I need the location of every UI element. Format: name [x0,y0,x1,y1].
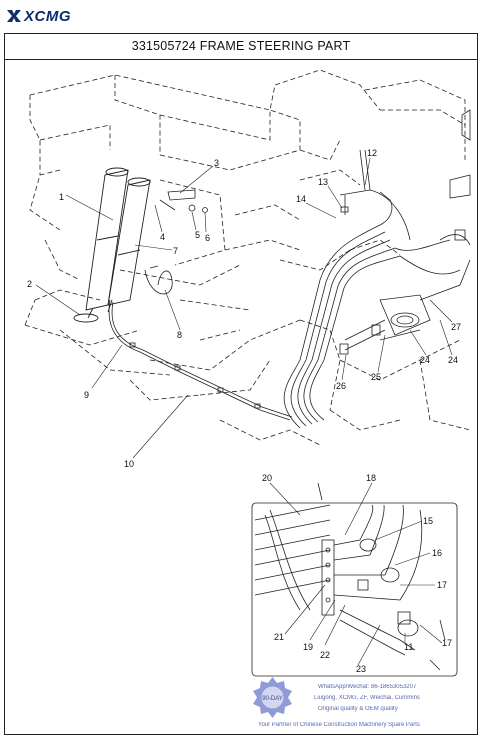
fitting-3 [167,189,196,201]
quality-stamp: 90-DAY [250,675,295,720]
callout-labels: 1 2 3 4 5 6 7 8 9 10 11 12 13 14 15 16 1… [27,148,461,674]
callout-19: 19 [303,642,313,652]
xcmg-logo-icon [7,10,21,22]
callout-5: 5 [195,230,200,240]
detail-inset [251,482,458,677]
xcmg-logo: XCMG [6,7,71,25]
valve-assembly [339,109,471,355]
frame-outline [24,69,471,446]
callout-4: 4 [160,232,165,242]
detail-leader-lines [269,482,443,666]
svg-text:90-DAY: 90-DAY [262,696,283,702]
callout-27: 27 [451,322,461,332]
watermark-quality: Original quality & OEM quality [318,706,398,712]
callout-6: 6 [205,233,210,243]
callout-12: 12 [367,148,377,158]
steering-pipes [108,299,293,421]
callout-18: 18 [366,473,376,483]
callout-9: 9 [84,390,89,400]
callout-1: 1 [59,192,64,202]
callout-21: 21 [274,632,284,642]
watermark-tagline: Your Partner of Chinese Construction Mac… [258,722,420,728]
callout-23: 23 [356,664,366,674]
watermark-contact: WhatsApp/Wechat: 86-18653053207 [318,684,417,690]
callout-24b: 24 [448,355,458,365]
callout-26: 26 [336,381,346,391]
callout-24a: 24 [420,355,430,365]
callout-11: 11 [404,642,413,652]
callout-25: 25 [371,372,381,382]
callout-16: 16 [432,548,442,558]
callout-22: 22 [320,650,330,660]
callout-7: 7 [173,246,178,256]
callout-17b: 17 [442,638,452,648]
callout-13: 13 [318,177,328,187]
seal-icon: 90-DAY [253,677,292,718]
callout-10: 10 [124,459,134,469]
leader-lines [35,157,453,459]
callout-20: 20 [262,473,272,483]
nut-6 [202,207,208,213]
callout-14: 14 [296,194,306,204]
callout-8: 8 [177,330,182,340]
page-title: 331505724 FRAME STEERING PART [4,33,478,60]
callout-17a: 17 [437,580,447,590]
watermark-brands: Liugong, XCMG, ZF, Weichai, Cummins [314,695,420,701]
brand-name: XCMG [24,7,71,25]
callout-15: 15 [423,516,433,526]
callout-2: 2 [27,279,32,289]
hose-loop [144,269,173,295]
washer-5 [188,204,196,212]
callout-3: 3 [214,158,219,168]
drawing-frame [4,33,478,735]
steering-cylinders [73,167,151,323]
hose-bundle [283,149,461,429]
